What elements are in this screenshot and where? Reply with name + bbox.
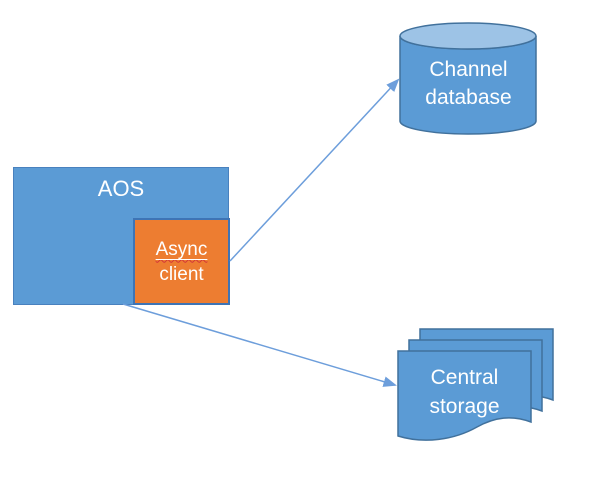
channel-database-label-line2: database — [425, 86, 512, 109]
arrow-aos-to-storage — [122, 303, 397, 387]
central-storage-node — [397, 328, 554, 441]
async-client-label-line1-squiggle: Async — [156, 237, 208, 262]
cylinder-top — [399, 22, 537, 50]
channel-database-node — [399, 22, 537, 135]
central-storage-label-line1: Central — [430, 366, 499, 389]
arrow-async-to-database — [229, 78, 400, 262]
channel-database-label: Channel database — [399, 56, 538, 112]
channel-database-label-line1: Channel — [429, 58, 508, 81]
central-storage-label: Central storage — [398, 363, 531, 421]
document-front — [397, 350, 532, 441]
aos-node-label: AOS — [97, 176, 145, 201]
central-storage-label-line2: storage — [429, 395, 500, 418]
async-client-label-line1: Async — [155, 238, 208, 260]
async-client-node: Async client — [133, 218, 230, 305]
async-client-label-line2: client — [159, 263, 204, 285]
